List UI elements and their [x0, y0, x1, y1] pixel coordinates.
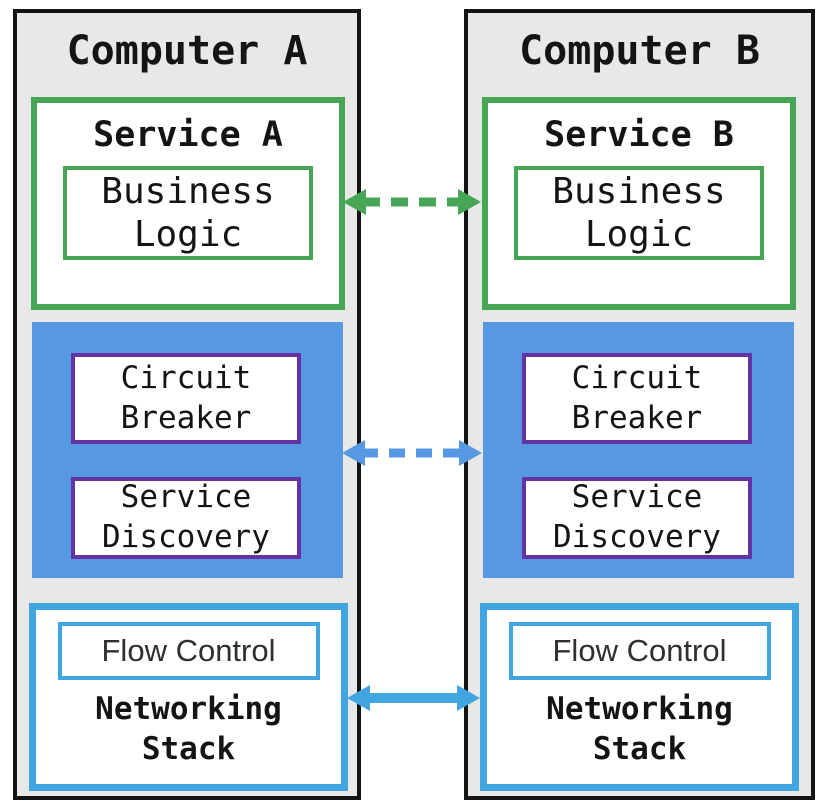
- business-logic-label: Business Logic: [101, 171, 275, 256]
- service-a-box: Service A Business Logic: [31, 97, 345, 310]
- network-link-solid-arrow-icon: [347, 685, 480, 711]
- circuit-breaker-box: Circuit Breaker: [522, 353, 752, 444]
- middleware-layer-box: Circuit Breaker Service Discovery: [32, 322, 343, 578]
- flow-control-label: Flow Control: [101, 633, 276, 668]
- service-discovery-label: Service Discovery: [553, 479, 721, 555]
- networking-stack-label: Networking Stack: [95, 691, 282, 768]
- service-discovery-box: Service Discovery: [522, 477, 752, 559]
- business-logic-label: Business Logic: [552, 171, 726, 256]
- business-logic-box: Business Logic: [514, 166, 764, 261]
- service-link-dashed-arrow-icon: [343, 189, 481, 215]
- circuit-breaker-box: Circuit Breaker: [71, 353, 301, 444]
- circuit-breaker-label: Circuit Breaker: [120, 359, 252, 436]
- networking-stack-box: Flow Control Networking Stack: [29, 603, 348, 791]
- flow-control-box: Flow Control: [508, 622, 771, 680]
- flow-control-box: Flow Control: [57, 622, 320, 680]
- networking-stack-label: Networking Stack: [546, 691, 733, 768]
- computer-b-title: Computer B: [519, 28, 760, 74]
- service-b-box: Service B Business Logic: [482, 97, 796, 310]
- middleware-link-dashed-arrow-icon: [342, 440, 482, 466]
- business-logic-box: Business Logic: [63, 166, 313, 261]
- middleware-layer-box: Circuit Breaker Service Discovery: [483, 322, 794, 578]
- computer-a-title: Computer A: [66, 28, 308, 74]
- computer-a-panel: Computer A Service A Business Logic Circ…: [13, 9, 361, 800]
- flow-control-label: Flow Control: [552, 633, 727, 668]
- networking-stack-box: Flow Control Networking Stack: [480, 603, 799, 791]
- circuit-breaker-label: Circuit Breaker: [571, 359, 703, 436]
- service-discovery-box: Service Discovery: [71, 477, 301, 559]
- computer-b-panel: Computer B Service B Business Logic Circ…: [464, 9, 815, 800]
- service-a-title: Service A: [93, 115, 283, 155]
- service-b-title: Service B: [544, 115, 734, 155]
- service-discovery-label: Service Discovery: [102, 479, 270, 555]
